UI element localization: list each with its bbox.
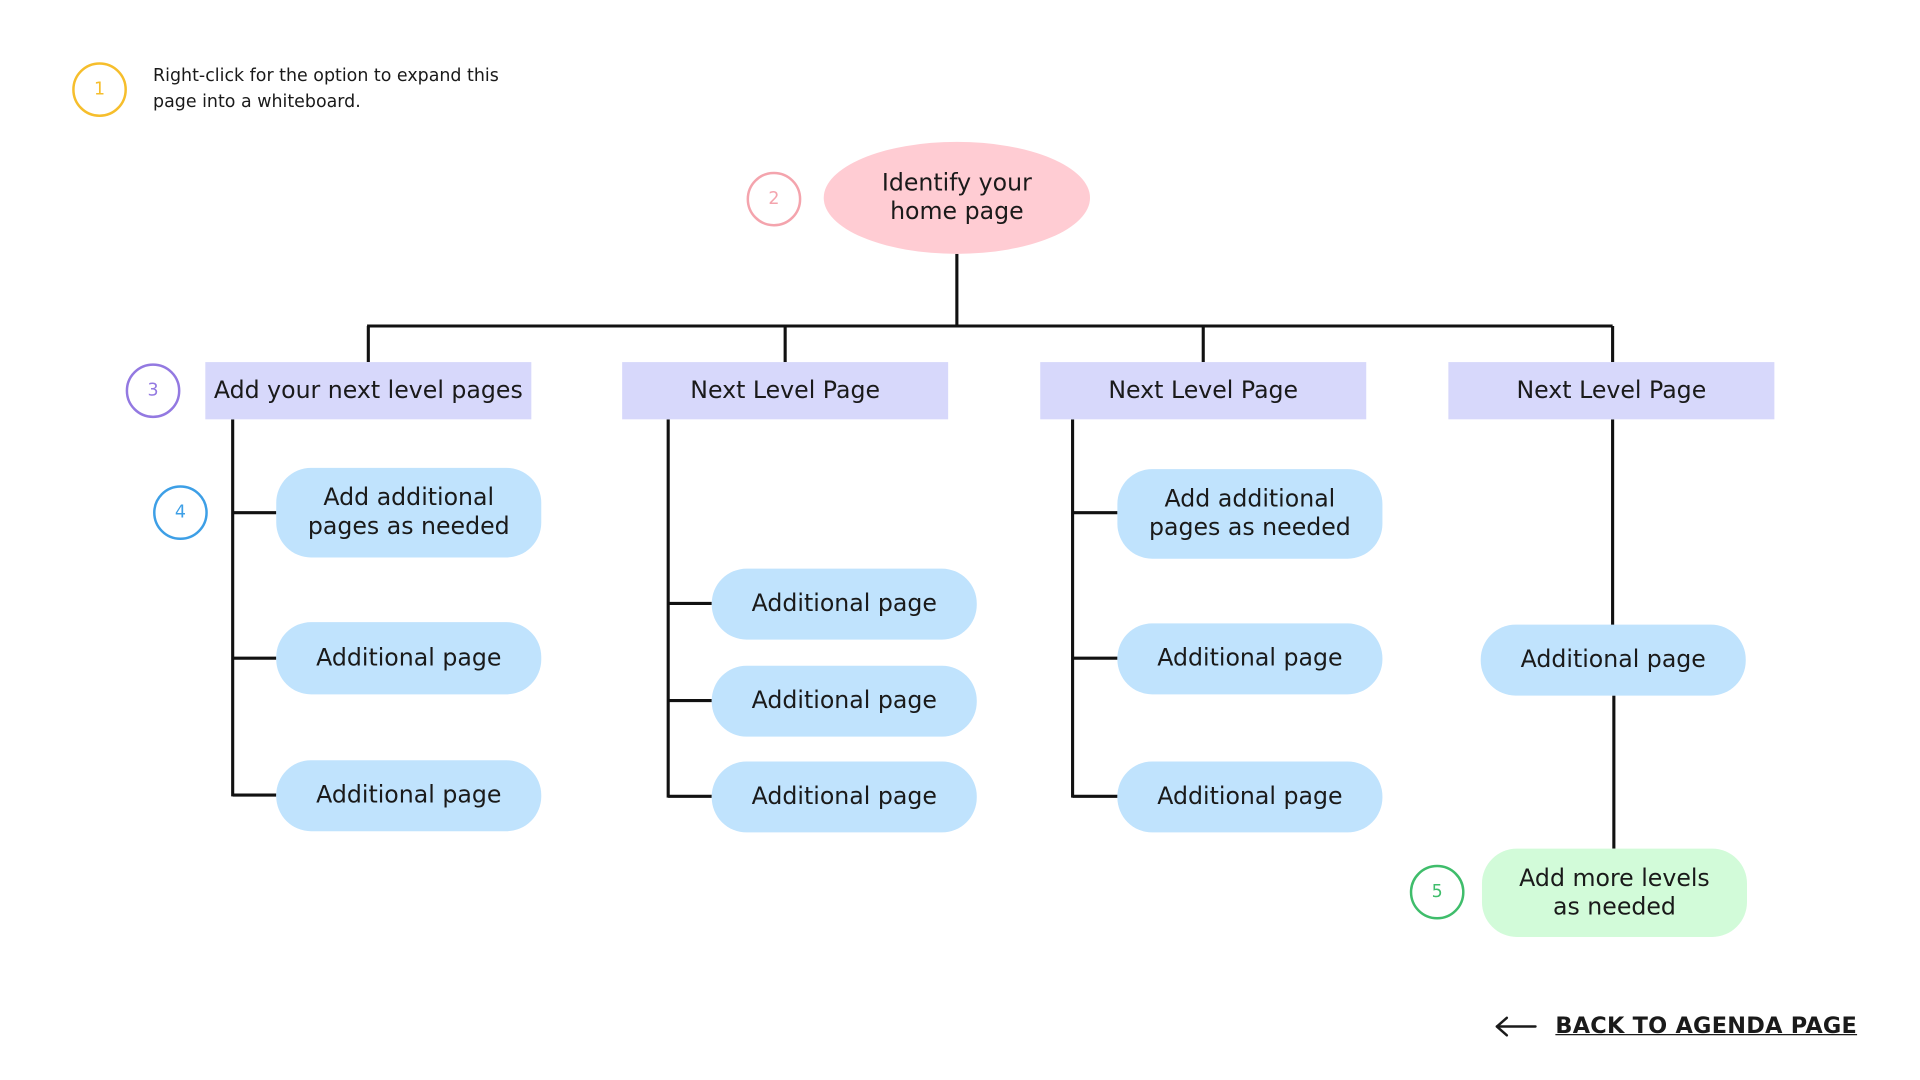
additional-page-node[interactable]: Additional page — [1480, 624, 1746, 696]
tip-number-badge: 1 — [72, 62, 127, 117]
more-levels-node[interactable]: Add more levels as needed — [1481, 848, 1747, 937]
additional-page-label: Additional page — [1157, 644, 1343, 672]
home-page-label: Identify your home page — [881, 169, 1032, 226]
additional-page-label: Add additional pages as needed — [1148, 485, 1351, 542]
arrow-left-icon — [1495, 1015, 1537, 1036]
level-page-label: Add your next level pages — [213, 376, 523, 404]
more-levels-number-badge: 5 — [1409, 864, 1465, 920]
additional-page-node[interactable]: Additional page — [1117, 623, 1383, 695]
additional-page-node[interactable]: Additional page — [276, 760, 542, 832]
level-page-node[interactable]: Next Level Page — [1040, 362, 1367, 420]
back-to-agenda-label: BACK TO AGENDA PAGE — [1555, 1012, 1858, 1039]
level-page-label: Next Level Page — [1516, 376, 1707, 404]
additional-page-node[interactable]: Additional page — [276, 622, 542, 695]
additional-number-badge: 4 — [153, 485, 208, 541]
more-levels-label: Add more levels as needed — [1519, 864, 1710, 921]
additional-page-label: Additional page — [1157, 782, 1343, 811]
level-page-label: Next Level Page — [690, 376, 881, 404]
level-page-node[interactable]: Add your next level pages — [205, 362, 532, 420]
level-page-node[interactable]: Next Level Page — [1448, 362, 1775, 420]
level-number-badge: 3 — [125, 363, 181, 419]
additional-page-node[interactable]: Additional page — [711, 761, 977, 833]
back-to-agenda-link[interactable]: BACK TO AGENDA PAGE — [1493, 1013, 1857, 1039]
additional-page-node[interactable]: Add additional pages as needed — [1117, 469, 1383, 559]
whiteboard-tip-text: Right-click for the option to expand thi… — [153, 65, 499, 112]
additional-page-label: Additional page — [316, 781, 502, 809]
level-page-label: Next Level Page — [1108, 376, 1299, 404]
additional-page-label: Additional page — [751, 589, 937, 618]
level-page-node[interactable]: Next Level Page — [622, 362, 949, 420]
additional-page-node[interactable]: Add additional pages as needed — [276, 467, 542, 558]
additional-page-label: Add additional pages as needed — [307, 484, 510, 541]
additional-page-label: Additional page — [316, 643, 502, 672]
home-page-node[interactable]: Identify your home page — [823, 141, 1091, 254]
additional-page-label: Additional page — [751, 686, 937, 715]
home-number-badge: 2 — [746, 171, 802, 227]
additional-page-node[interactable]: Additional page — [711, 568, 977, 640]
additional-page-label: Additional page — [1520, 645, 1706, 674]
additional-page-node[interactable]: Additional page — [711, 665, 977, 737]
additional-page-node[interactable]: Additional page — [1117, 761, 1383, 833]
additional-page-label: Additional page — [751, 782, 937, 811]
